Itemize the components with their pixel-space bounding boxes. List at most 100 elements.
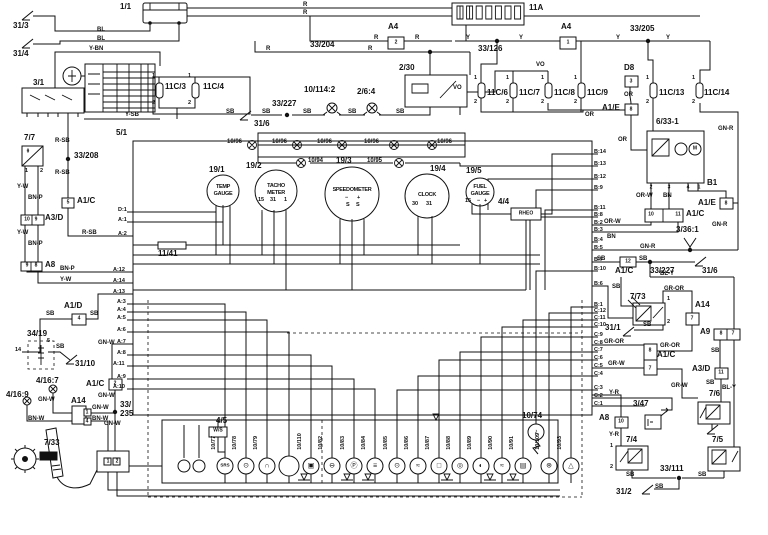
label-gn-w: GN-W <box>38 397 55 403</box>
label-r: R <box>374 35 379 41</box>
label-a-6: A:6 <box>117 327 126 333</box>
label-sb: SB <box>303 109 312 115</box>
label-b-8: B:8 <box>594 212 603 218</box>
label-a9: A9 <box>700 327 711 336</box>
label-1: 1 <box>152 73 156 79</box>
label-7-73: 7/73 <box>630 292 646 301</box>
label-a1-e: A1/E <box>602 103 620 112</box>
label-10-86: 10/86 <box>404 436 411 450</box>
label-7-4: 7/4 <box>626 435 638 444</box>
label-11c-14: 11C/14 <box>704 88 730 97</box>
label-1: 1 <box>646 75 650 81</box>
label-2: 2 <box>541 99 545 105</box>
label-b-11: B:11 <box>594 205 606 211</box>
label-10-94: 10/94 <box>308 158 324 164</box>
lamp-icon: ◎ <box>456 462 464 470</box>
label-11c-9: 11C/9 <box>587 88 608 97</box>
label-33-205: 33/205 <box>630 24 655 33</box>
label-8: 8 <box>719 330 723 337</box>
label-a-5: A:5 <box>117 315 126 321</box>
label-gn-r: GN-R <box>640 244 656 250</box>
label-34-19: 34/19 <box>27 329 48 338</box>
speedometer-label: SPEEDOMETER <box>332 187 372 194</box>
fuel-gauge-id: 19/5 <box>466 166 482 175</box>
label-4-16-9: 4/16:9 <box>6 390 29 399</box>
label-a-1: A:1 <box>118 217 127 223</box>
label-s: S <box>356 202 360 208</box>
label-4-5: 4/5 <box>216 416 228 425</box>
label-: − <box>345 195 349 201</box>
label-sb: SB <box>655 484 664 490</box>
label-10-91: 10/91 <box>509 436 516 450</box>
tachometer-id: 19/2 <box>246 161 262 170</box>
label-1: 1 <box>697 184 701 191</box>
lamp-icon: ≈ <box>500 462 504 470</box>
temp-gauge-label: TEMP <box>215 184 231 191</box>
label-r-sb: R-SB <box>82 230 97 236</box>
label-a-7: A:7 <box>117 339 126 345</box>
label-b-9: B:9 <box>594 185 603 191</box>
label-: + <box>357 195 361 201</box>
label-c-6: C:6 <box>594 355 603 361</box>
label-10-84: 10/84 <box>361 436 368 450</box>
label-2: 2 <box>610 464 614 470</box>
label-a1-e: A1/E <box>698 198 716 207</box>
label-10-77: 10/77 <box>211 436 218 450</box>
label-15: 15 <box>258 197 265 203</box>
lamp-icon: ≈ <box>416 462 420 470</box>
label-8: 8 <box>648 347 652 354</box>
label-c-10: C:10 <box>594 322 606 328</box>
label-bl: BL <box>97 27 105 33</box>
label-y-w: Y-W <box>17 184 29 190</box>
label-31: 31 <box>426 201 433 207</box>
label-33-208: 33/208 <box>74 151 99 160</box>
label-7-5: 7/5 <box>712 435 724 444</box>
buzzer-icon: ♪ <box>534 428 538 436</box>
seatbelt-lamp-icon: ⊙ <box>243 462 249 470</box>
component-1-1: 1/1 <box>120 2 132 11</box>
label-1: 1 <box>506 75 510 81</box>
label-gr-w: GR-W <box>608 361 625 367</box>
label-8: 8 <box>629 106 633 113</box>
label-10-96: 10/96 <box>227 139 243 145</box>
label-sb: SB <box>396 109 405 115</box>
label-14: 14 <box>15 347 22 353</box>
label-a-2: A:2 <box>118 231 127 237</box>
label-or: OR <box>624 92 633 98</box>
label-a1-c: A1/C <box>77 196 96 205</box>
tachometer-label: TACHO <box>267 183 285 190</box>
label-10-82: 10/82 <box>318 436 325 450</box>
label-10-89: 10/89 <box>467 436 474 450</box>
label-s: S <box>346 202 350 208</box>
label-a4: A4 <box>388 22 399 31</box>
label-2: 2 <box>692 99 696 105</box>
label-meter: METER <box>267 190 285 197</box>
label-4: 4 <box>686 184 690 191</box>
label-11c-7: 11C/7 <box>519 88 540 97</box>
label-33: 33/ <box>120 400 132 409</box>
label-a1-c: A1/C <box>615 266 634 275</box>
label-2: 2 <box>40 168 44 174</box>
label-30: 30 <box>412 201 419 207</box>
label-1: 1 <box>541 75 545 81</box>
fusebox-11a: 11A <box>529 3 544 12</box>
label-b-6: B:6 <box>594 281 603 287</box>
label-gauge: GAUGE <box>213 191 233 198</box>
label-1: 1 <box>610 443 614 449</box>
label-5: 5 <box>47 338 51 344</box>
label-10-88: 10/88 <box>446 436 453 450</box>
label-gn-r: GN-R <box>712 222 728 228</box>
label-2: 2 <box>152 100 156 106</box>
label-7: 7 <box>690 315 694 322</box>
label-sb: SB <box>612 284 621 290</box>
label-r-sb: R-SB <box>55 138 70 144</box>
label-r: R <box>303 2 308 8</box>
label-y-r: Y-R <box>609 390 620 396</box>
label-1: 1 <box>692 75 696 81</box>
label-bl-y: BL-Y <box>722 385 736 391</box>
label-3-36-1: 3/36:1 <box>676 225 699 234</box>
label-2: 2 <box>188 100 192 106</box>
rheostat-label: RHEO <box>518 210 534 217</box>
label-sb: SB <box>626 472 635 478</box>
